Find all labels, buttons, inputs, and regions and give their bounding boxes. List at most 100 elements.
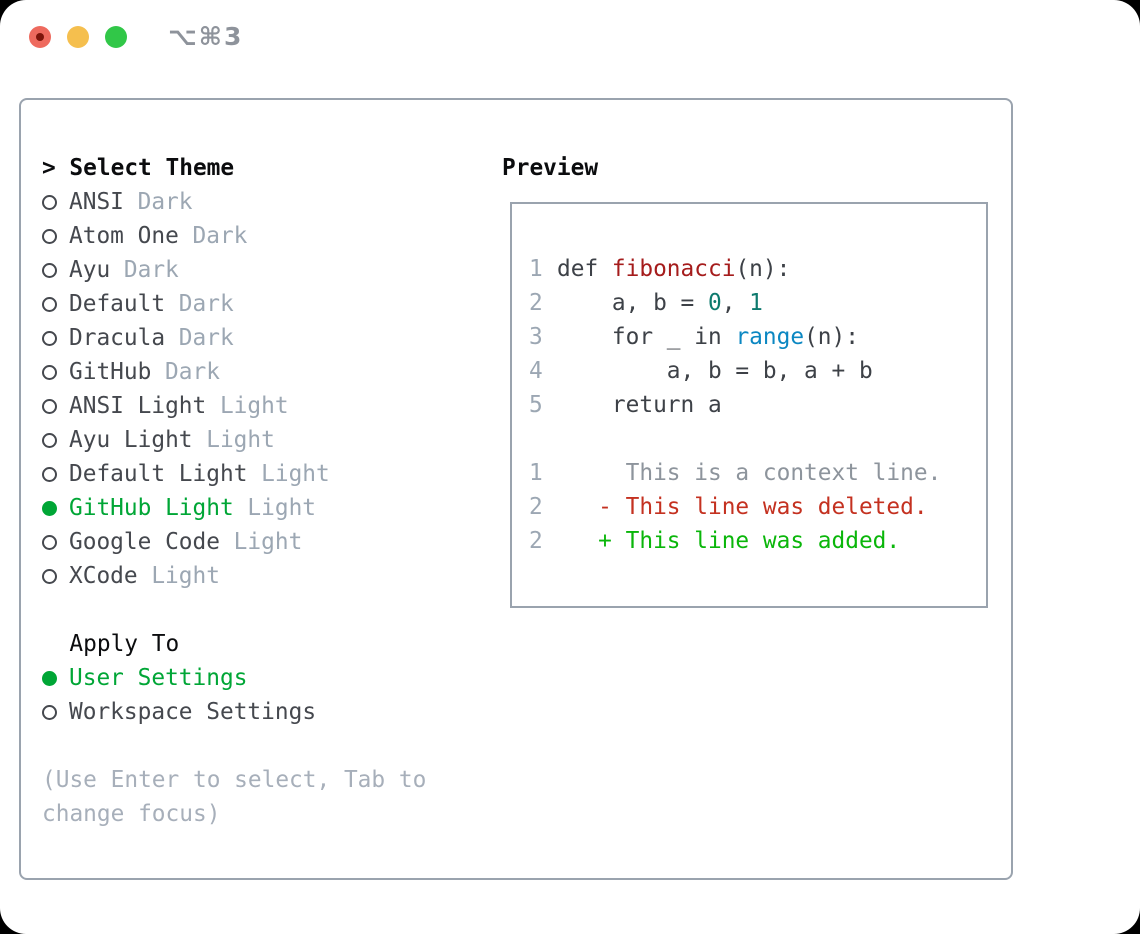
radio-selected-icon [42, 670, 57, 686]
close-dot-icon [36, 33, 44, 41]
hint-line-2: change focus) [42, 801, 221, 827]
theme-option-label: Ayu Light [69, 427, 193, 453]
theme-variant-tag: Dark [178, 325, 234, 351]
theme-variant-tag: Dark [123, 257, 179, 283]
apply-to-header: Apply To [69, 631, 180, 657]
radio-selected-icon [42, 500, 57, 516]
line-number: 1 [529, 256, 543, 282]
theme-option-label: GitHub [69, 359, 152, 385]
theme-variant-tag: Light [219, 393, 289, 419]
theme-variant-tag: Dark [192, 223, 248, 249]
code-token: This is a context line. [557, 460, 942, 486]
prompt-caret-icon: > [42, 155, 56, 181]
theme-option-label: Google Code [69, 529, 220, 555]
code-token: fibonacci [611, 256, 736, 282]
radio-unselected-icon [42, 398, 57, 414]
code-token: return a [557, 392, 722, 418]
theme-option-github-light[interactable]: GitHub Light Light [42, 491, 482, 525]
code-token: a, b = [557, 290, 708, 316]
radio-unselected-icon [42, 194, 57, 210]
theme-option-label: XCode [69, 563, 138, 589]
spacer [42, 593, 482, 627]
apply-option-workspace-settings[interactable]: Workspace Settings [42, 695, 482, 729]
code-line: 1 This is a context line. [529, 456, 986, 490]
code-line: 3 for _ in range(n): [529, 320, 986, 354]
radio-unselected-icon [42, 330, 57, 346]
code-line: 4 a, b = b, a + b [529, 354, 986, 388]
code-token: a, b = b, a + b [557, 358, 873, 384]
theme-variant-tag: Dark [165, 359, 220, 385]
theme-option-label: Ayu [69, 257, 111, 283]
theme-option-ayu[interactable]: Ayu Dark [42, 253, 482, 287]
code-token: for _ in [557, 324, 736, 350]
radio-unselected-icon [42, 534, 57, 550]
line-number: 2 [529, 290, 543, 316]
theme-option-label: ANSI [69, 189, 124, 215]
radio-unselected-icon [42, 296, 57, 312]
theme-variant-tag: Light [151, 563, 220, 589]
theme-variant-tag: Light [247, 495, 317, 521]
preview-title: Preview [502, 155, 599, 181]
radio-unselected-icon [42, 364, 57, 380]
radio-unselected-icon [42, 704, 57, 720]
theme-option-ansi-light[interactable]: ANSI Light Light [42, 389, 482, 423]
code-line: 2 - This line was deleted. [529, 490, 986, 524]
theme-option-ayu-light[interactable]: Ayu Light Light [42, 423, 482, 457]
code-token: 0 [707, 290, 722, 316]
theme-variant-tag: Light [206, 427, 275, 453]
apply-option-label: Workspace Settings [69, 699, 317, 725]
zoom-button-icon[interactable] [105, 26, 127, 48]
line-number: 1 [529, 460, 543, 486]
code-token: 1 [749, 290, 763, 316]
apply-option-label: User Settings [69, 665, 248, 691]
line-number: 2 [529, 528, 543, 554]
radio-unselected-icon [42, 568, 57, 584]
minimize-button-icon[interactable] [67, 26, 89, 48]
code-token: (n): [804, 324, 859, 350]
line-number: 3 [529, 324, 543, 350]
theme-variant-tag: Dark [178, 291, 234, 317]
theme-option-default[interactable]: Default Dark [42, 287, 482, 321]
theme-option-ansi[interactable]: ANSI Dark [42, 185, 482, 219]
theme-option-label: ANSI Light [69, 393, 207, 419]
radio-unselected-icon [42, 228, 57, 244]
theme-option-label: Atom One [69, 223, 179, 249]
hint-line-1: (Use Enter to select, Tab to [42, 767, 427, 793]
spacer [42, 729, 482, 763]
select-theme-title: Select Theme [69, 155, 235, 181]
code-line: 2 + This line was added. [529, 524, 986, 558]
radio-unselected-icon [42, 432, 57, 448]
code-token: + This line was added. [557, 528, 901, 554]
theme-option-xcode[interactable]: XCode Light [42, 559, 482, 593]
theme-option-label: Default Light [69, 461, 248, 487]
theme-variant-tag: Light [261, 461, 330, 487]
theme-option-github[interactable]: GitHub Dark [42, 355, 482, 389]
code-token: , [721, 290, 750, 316]
theme-option-label: GitHub Light [69, 495, 234, 521]
theme-variant-tag: Light [233, 529, 303, 555]
select-theme-header: > Select Theme [42, 151, 482, 185]
code-token: - This line was deleted. [557, 494, 928, 520]
theme-option-default-light[interactable]: Default Light Light [42, 457, 482, 491]
code-line [529, 422, 986, 456]
line-number: 2 [529, 494, 543, 520]
theme-option-atom-one[interactable]: Atom One Dark [42, 219, 482, 253]
line-number: 4 [529, 358, 543, 384]
code-token: (n): [735, 256, 791, 282]
theme-option-label: Default [69, 291, 166, 317]
code-line: 5 return a [529, 388, 986, 422]
theme-option-google-code[interactable]: Google Code Light [42, 525, 482, 559]
close-button-icon[interactable] [29, 26, 51, 48]
line-number: 5 [529, 392, 543, 418]
radio-unselected-icon [42, 466, 57, 482]
theme-variant-tag: Dark [137, 189, 193, 215]
apply-option-user-settings[interactable]: User Settings [42, 661, 482, 695]
